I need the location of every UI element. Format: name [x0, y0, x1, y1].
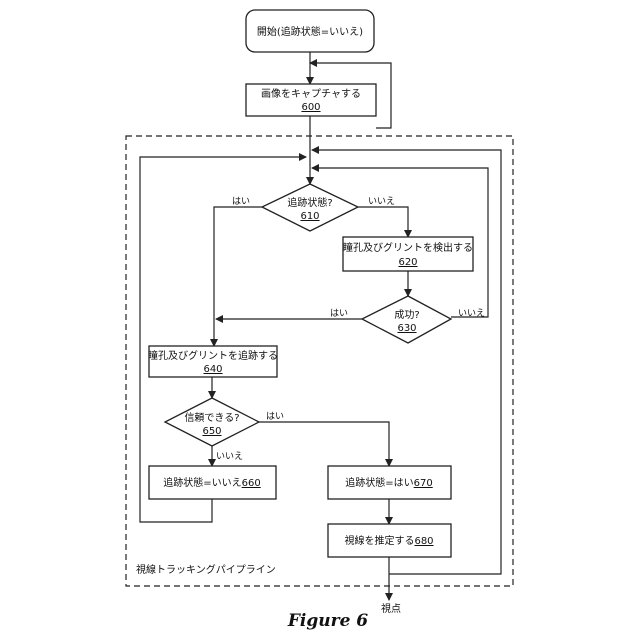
- start-label: 開始(追跡状態=いいえ): [257, 25, 363, 38]
- detect-ref: 620: [398, 257, 417, 268]
- edge-610-no: [358, 207, 408, 237]
- decision-reliable-label: 信頼できる?: [184, 412, 239, 424]
- decision-reliable-ref: 650: [202, 426, 221, 437]
- estimate-ref: 680: [414, 536, 433, 547]
- state-yes-text: 追跡状態=はい670: [345, 476, 432, 489]
- figure-caption: Figure 6: [287, 611, 368, 631]
- state-no-ref: 660: [242, 478, 261, 489]
- estimate-text: 視線を推定する680: [344, 534, 433, 547]
- edge-label-650-no: いいえ: [216, 451, 243, 462]
- edge-label-650-yes: はい: [266, 411, 284, 422]
- edge-label-610-no: いいえ: [368, 196, 395, 207]
- capture-label: 画像をキャプチャする: [261, 88, 361, 100]
- state-no-label: 追跡状態=いいえ: [163, 476, 241, 489]
- edge-label-630-no: いいえ: [458, 308, 485, 319]
- edge-650-yes: [259, 422, 389, 466]
- output-label: 視点: [381, 602, 401, 615]
- track-label: 瞳孔及びグリントを追跡する: [148, 349, 278, 362]
- decision-tracking-label: 追跡状態?: [287, 196, 332, 209]
- decision-success-label: 成功?: [394, 309, 419, 321]
- decision-success-ref: 630: [397, 323, 416, 334]
- state-yes-ref: 670: [414, 478, 433, 489]
- edge-label-630-yes: はい: [330, 308, 348, 319]
- track-ref: 640: [203, 364, 222, 375]
- decision-tracking-ref: 610: [300, 211, 319, 222]
- state-no-text: 追跡状態=いいえ660: [163, 476, 260, 489]
- edge-610-yes: [214, 207, 262, 346]
- edge-label-610-yes: はい: [232, 196, 250, 207]
- capture-ref: 600: [301, 102, 320, 113]
- detect-label: 瞳孔及びグリントを検出する: [343, 241, 473, 254]
- state-yes-label: 追跡状態=はい: [345, 476, 413, 489]
- pipeline-label: 視線トラッキングパイプライン: [136, 563, 276, 576]
- estimate-label: 視線を推定する: [344, 534, 414, 547]
